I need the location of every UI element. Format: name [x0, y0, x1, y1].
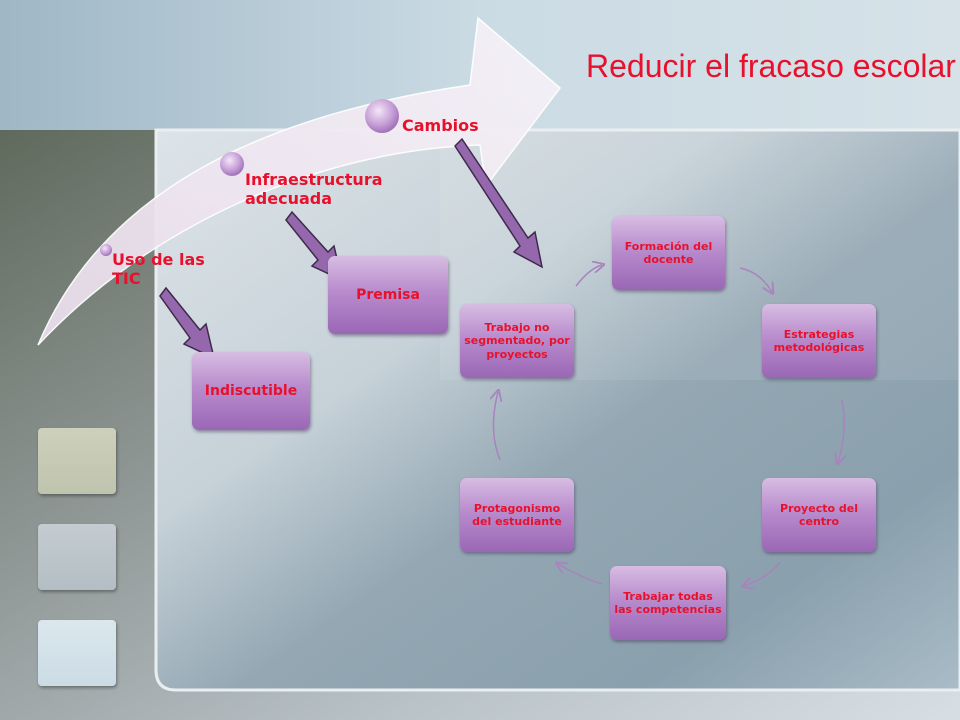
slide-title: Reducir el fracaso escolar: [586, 48, 956, 84]
stage-label-uso-tic: Uso de las TIC: [112, 250, 205, 289]
decor-swatch-green: [38, 428, 116, 494]
cycle-node-trabajo: Trabajo no segmentado, por proyectos: [460, 304, 574, 378]
decor-swatch-blue-gray: [38, 524, 116, 590]
box-premisa: Premisa: [328, 256, 448, 334]
stage-label-cambios: Cambios: [402, 116, 479, 135]
decor-swatch-light-blue: [38, 620, 116, 686]
cycle-node-protagonismo: Protagonismo del estudiante: [460, 478, 574, 552]
box-indiscutible: Indiscutible: [192, 352, 310, 430]
cycle-node-estrategias: Estrategias metodológicas: [762, 304, 876, 378]
cycle-node-proyecto: Proyecto del centro: [762, 478, 876, 552]
cycle-node-formacion: Formación del docente: [612, 216, 725, 290]
cycle-node-competencias: Trabajar todas las competencias: [610, 566, 726, 640]
stage-label-infraestructura: Infraestructura adecuada: [245, 170, 383, 209]
